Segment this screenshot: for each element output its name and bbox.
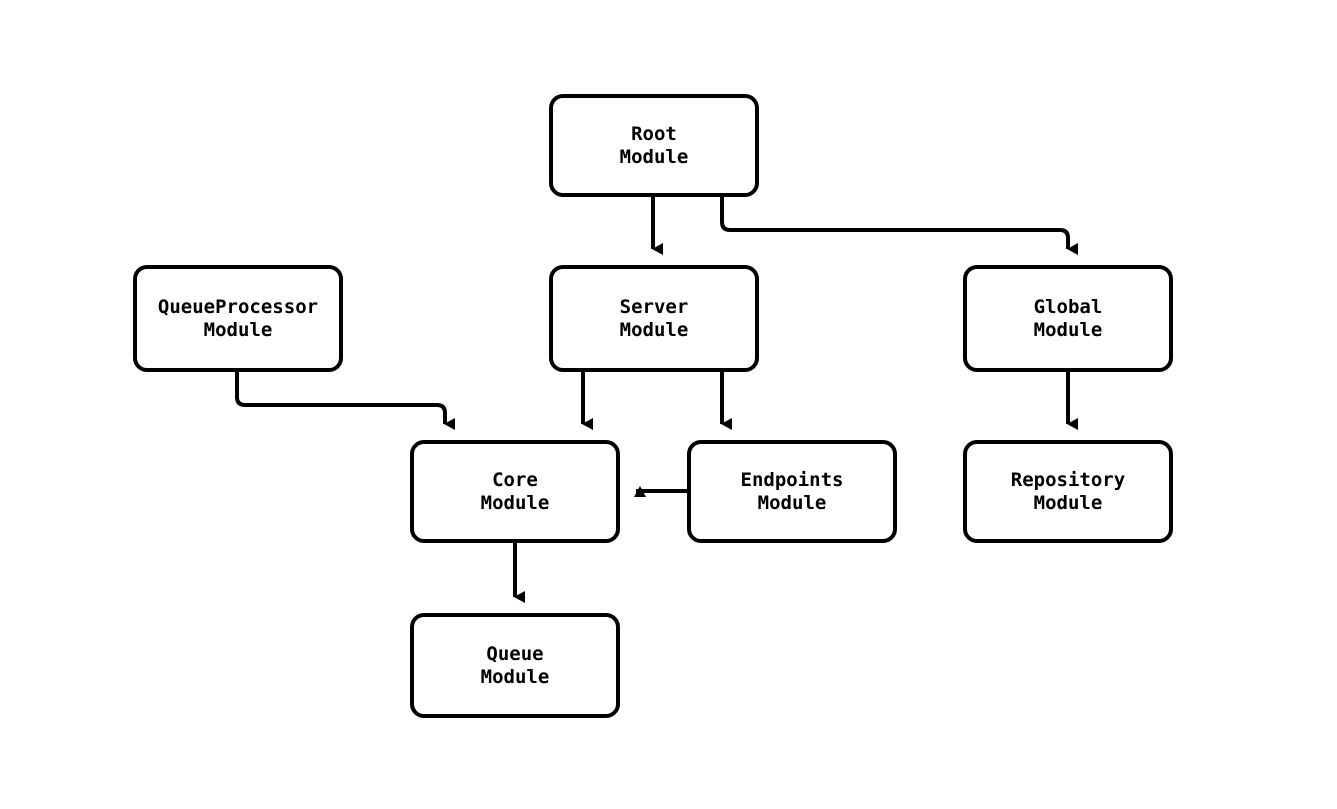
node-repository[interactable]: Repository Module [963, 440, 1173, 543]
node-label-core: Core Module [480, 468, 550, 514]
node-label-server: Server Module [619, 295, 689, 341]
node-server[interactable]: Server Module [549, 265, 759, 372]
edge-root-global [720, 197, 1078, 255]
node-queue[interactable]: Queue Module [410, 613, 620, 718]
node-root[interactable]: Root Module [549, 94, 759, 197]
edge-paths [235, 197, 1078, 603]
edge-queueprocessor-core [235, 372, 455, 430]
node-label-endpoints: Endpoints Module [740, 468, 844, 514]
node-label-queue: Queue Module [480, 642, 550, 688]
node-queueprocessor[interactable]: QueueProcessor Module [133, 265, 343, 372]
node-global[interactable]: Global Module [963, 265, 1173, 372]
node-endpoints[interactable]: Endpoints Module [687, 440, 897, 543]
node-label-global: Global Module [1033, 295, 1103, 341]
node-label-repository: Repository Module [1010, 468, 1126, 514]
node-label-queueprocessor: QueueProcessor Module [157, 295, 319, 341]
node-core[interactable]: Core Module [410, 440, 620, 543]
node-label-root: Root Module [619, 122, 689, 168]
